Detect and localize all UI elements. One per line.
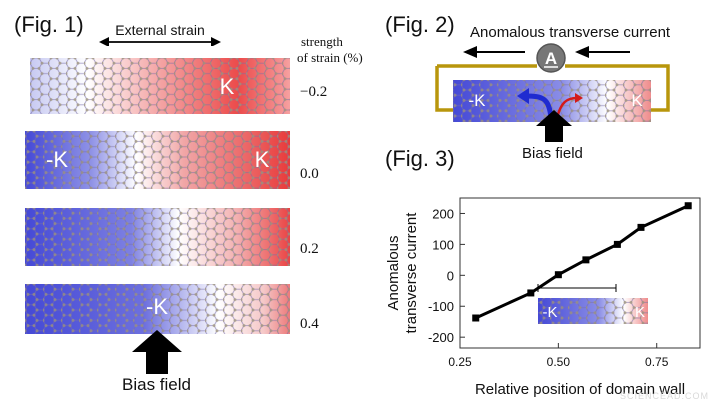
strip-row-2: -K K <box>25 131 290 189</box>
watermark: SCIENCEAD.COM <box>620 391 710 401</box>
x-tick-label: 0.50 <box>547 355 571 369</box>
fig2-title: (Fig. 2) <box>385 12 455 37</box>
strength-value-1: −0.2 <box>300 84 328 100</box>
strength-value-3: 0.2 <box>300 241 319 257</box>
data-point <box>684 202 692 210</box>
data-point <box>472 314 480 322</box>
strength-label: strength of strain (%) <box>297 34 363 66</box>
inset-strip-lattice <box>538 298 648 324</box>
strength-value-4: 0.4 <box>300 316 319 332</box>
strain-double-arrow: External strain <box>99 22 221 46</box>
inset-right-label: K <box>635 304 645 321</box>
y-tick-label: 0 <box>447 268 454 283</box>
external-strain-label: External strain <box>115 22 204 38</box>
strip-row-3 <box>25 208 290 266</box>
y-tick-label: 200 <box>432 206 454 221</box>
strip-row-1-right-label: K <box>220 74 235 99</box>
fig2-strip-right-label: K <box>631 91 643 110</box>
data-point <box>554 271 562 279</box>
strip-row-2-right-label: K <box>255 147 270 172</box>
y-tick-label: -200 <box>428 330 454 345</box>
data-point <box>582 256 590 264</box>
strength-value-2: 0.0 <box>300 166 319 182</box>
ammeter-symbol: A <box>545 49 557 68</box>
fig2-circuit: A -K K <box>435 43 670 142</box>
x-axis-label: Relative position of domain wall <box>475 381 685 398</box>
data-point <box>527 289 535 297</box>
strength-label-line2: of strain (%) <box>297 50 363 65</box>
fig2-current-label: Anomalous transverse current <box>470 24 671 41</box>
strip-row-4: -K <box>25 284 290 334</box>
y-tick-label: -100 <box>428 299 454 314</box>
fig1-bias-label: Bias field <box>122 375 191 394</box>
fig1-title: (Fig. 1) <box>14 12 84 37</box>
fig3-title: (Fig. 3) <box>385 146 455 171</box>
fig2-strip-left-label: -K <box>469 91 487 110</box>
ammeter-icon <box>536 43 566 73</box>
y-axis-label-line2: transverse current <box>403 212 420 334</box>
data-point <box>637 223 645 231</box>
strength-label-line1: strength <box>301 34 343 49</box>
strip-row-4-right-label: -K <box>146 294 168 319</box>
inset-left-label: -K <box>543 304 558 321</box>
fig2-bias-label: Bias field <box>522 145 583 162</box>
y-tick-label: 100 <box>432 237 454 252</box>
x-tick-label: 0.25 <box>448 355 472 369</box>
y-axis-label-line1: Anomalous <box>385 235 402 310</box>
strip-row-1: K <box>30 58 290 114</box>
plot-frame <box>459 197 701 349</box>
x-tick-label: 0.75 <box>645 355 669 369</box>
data-point <box>613 240 621 248</box>
bias-arrow-icon <box>132 330 182 374</box>
strip-row-2-left-label: -K <box>46 147 68 172</box>
